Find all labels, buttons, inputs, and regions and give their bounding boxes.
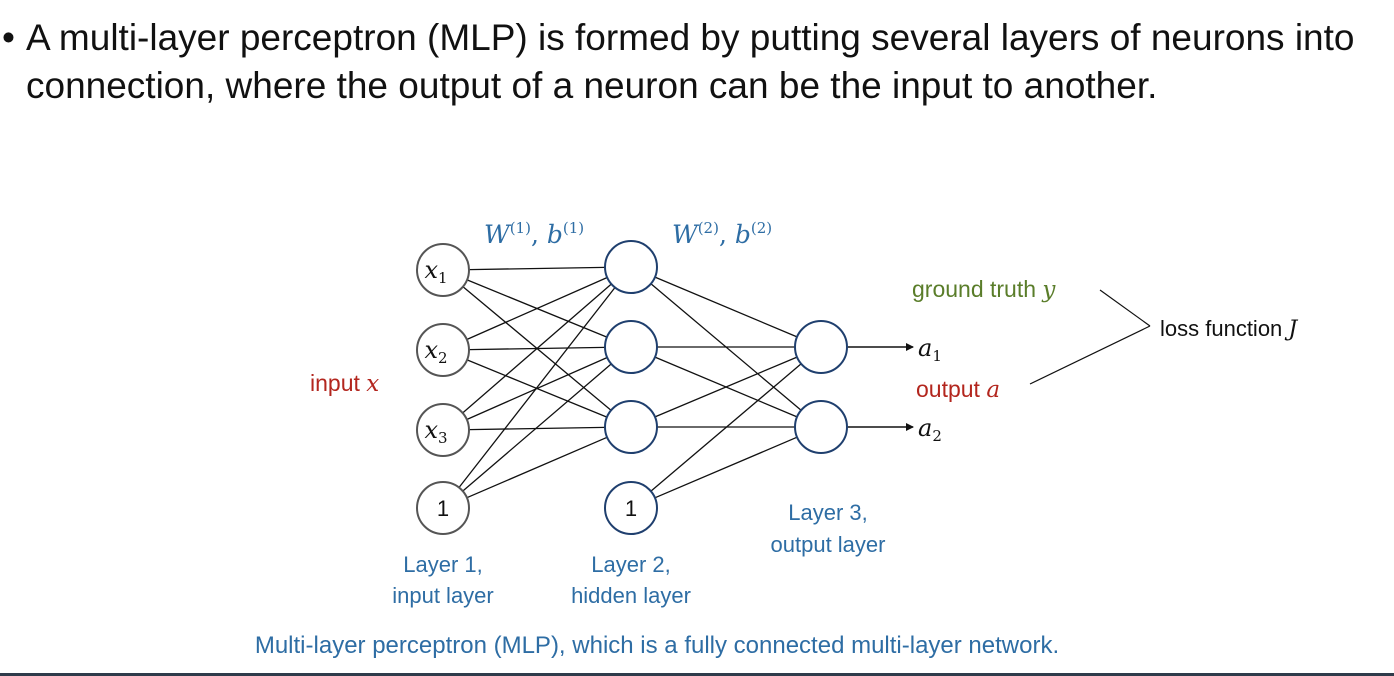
weights-label-1: W(1), b(1) [484,219,584,249]
layer1-label-line1: Layer 1, [403,552,483,577]
figure-caption: Multi-layer perceptron (MLP), which is a… [255,632,1059,659]
layer3-label-line1: Layer 3, [788,500,868,525]
layer1-nodes: x1 x2 x3 1 [416,243,470,535]
input-node-1 [416,243,470,297]
input-node-2-sub: 2 [438,349,448,367]
input-node-3 [416,403,470,457]
output-a1-label: a1 [918,334,942,365]
hidden-node-1 [604,240,658,294]
layer1-label-line2: input layer [392,583,494,608]
layer2-nodes: 1 [604,240,658,535]
edge-l2-3-l3-1 [654,356,798,418]
layer2-label-line2: hidden layer [571,583,691,608]
ground-truth-label: ground truth y [912,276,1056,303]
bias-value-layer2: 1 [625,496,637,521]
edge-l1-2-l2-1 [466,276,608,341]
edge-l1-1-l2-1 [468,266,606,271]
svg-text:x3: x3 [424,416,447,447]
output-node-1 [794,320,848,374]
layer3-nodes [794,320,848,454]
connections-layer1-to-layer2 [458,266,616,499]
edge-l1-4-l2-3 [466,436,608,499]
loss-connector-bottom [1029,325,1151,385]
input-node-2-var: x [424,336,438,364]
edge-l1-4-l2-1 [458,287,616,488]
edge-l1-3-l2-3 [468,426,606,431]
svg-text:x2: x2 [424,336,447,367]
loss-connector-top [1099,289,1151,327]
layer3-label-line2: output layer [771,532,886,557]
edge-l1-4-l2-2 [462,363,612,492]
input-node-1-var: x [424,256,438,284]
bias-node-layer2 [604,481,658,535]
input-label: input x [310,370,379,397]
bullet-text: A multi-layer perceptron (MLP) is formed… [26,17,1355,106]
bullet-symbol: • [2,17,15,58]
bias-node-layer1 [416,481,470,535]
svg-text:x1: x1 [424,256,447,287]
hidden-node-2 [604,320,658,374]
output-node-2 [794,400,848,454]
input-node-3-sub: 3 [438,429,448,447]
edge-l2-1-l3-1 [654,276,798,338]
edge-l2-4-l3-1 [650,363,802,492]
input-node-3-var: x [424,416,438,444]
connections-layer2-to-layer3 [650,276,802,499]
hidden-node-3 [604,400,658,454]
bias-value-layer1: 1 [437,496,449,521]
edge-l2-4-l3-2 [654,436,798,499]
loss-function-label: loss function J [1160,316,1298,342]
input-node-1-sub: 1 [438,269,448,287]
input-node-2 [416,323,470,377]
layer2-label-line1: Layer 2, [591,552,671,577]
edge-l1-3-l2-1 [462,283,612,414]
output-a2-label: a2 [918,414,942,445]
weights-label-2: W(2), b(2) [672,219,772,249]
bullet-paragraph: • A multi-layer perceptron (MLP) is form… [2,14,1387,110]
output-label: output a [916,376,1000,403]
bottom-divider [0,673,1394,676]
